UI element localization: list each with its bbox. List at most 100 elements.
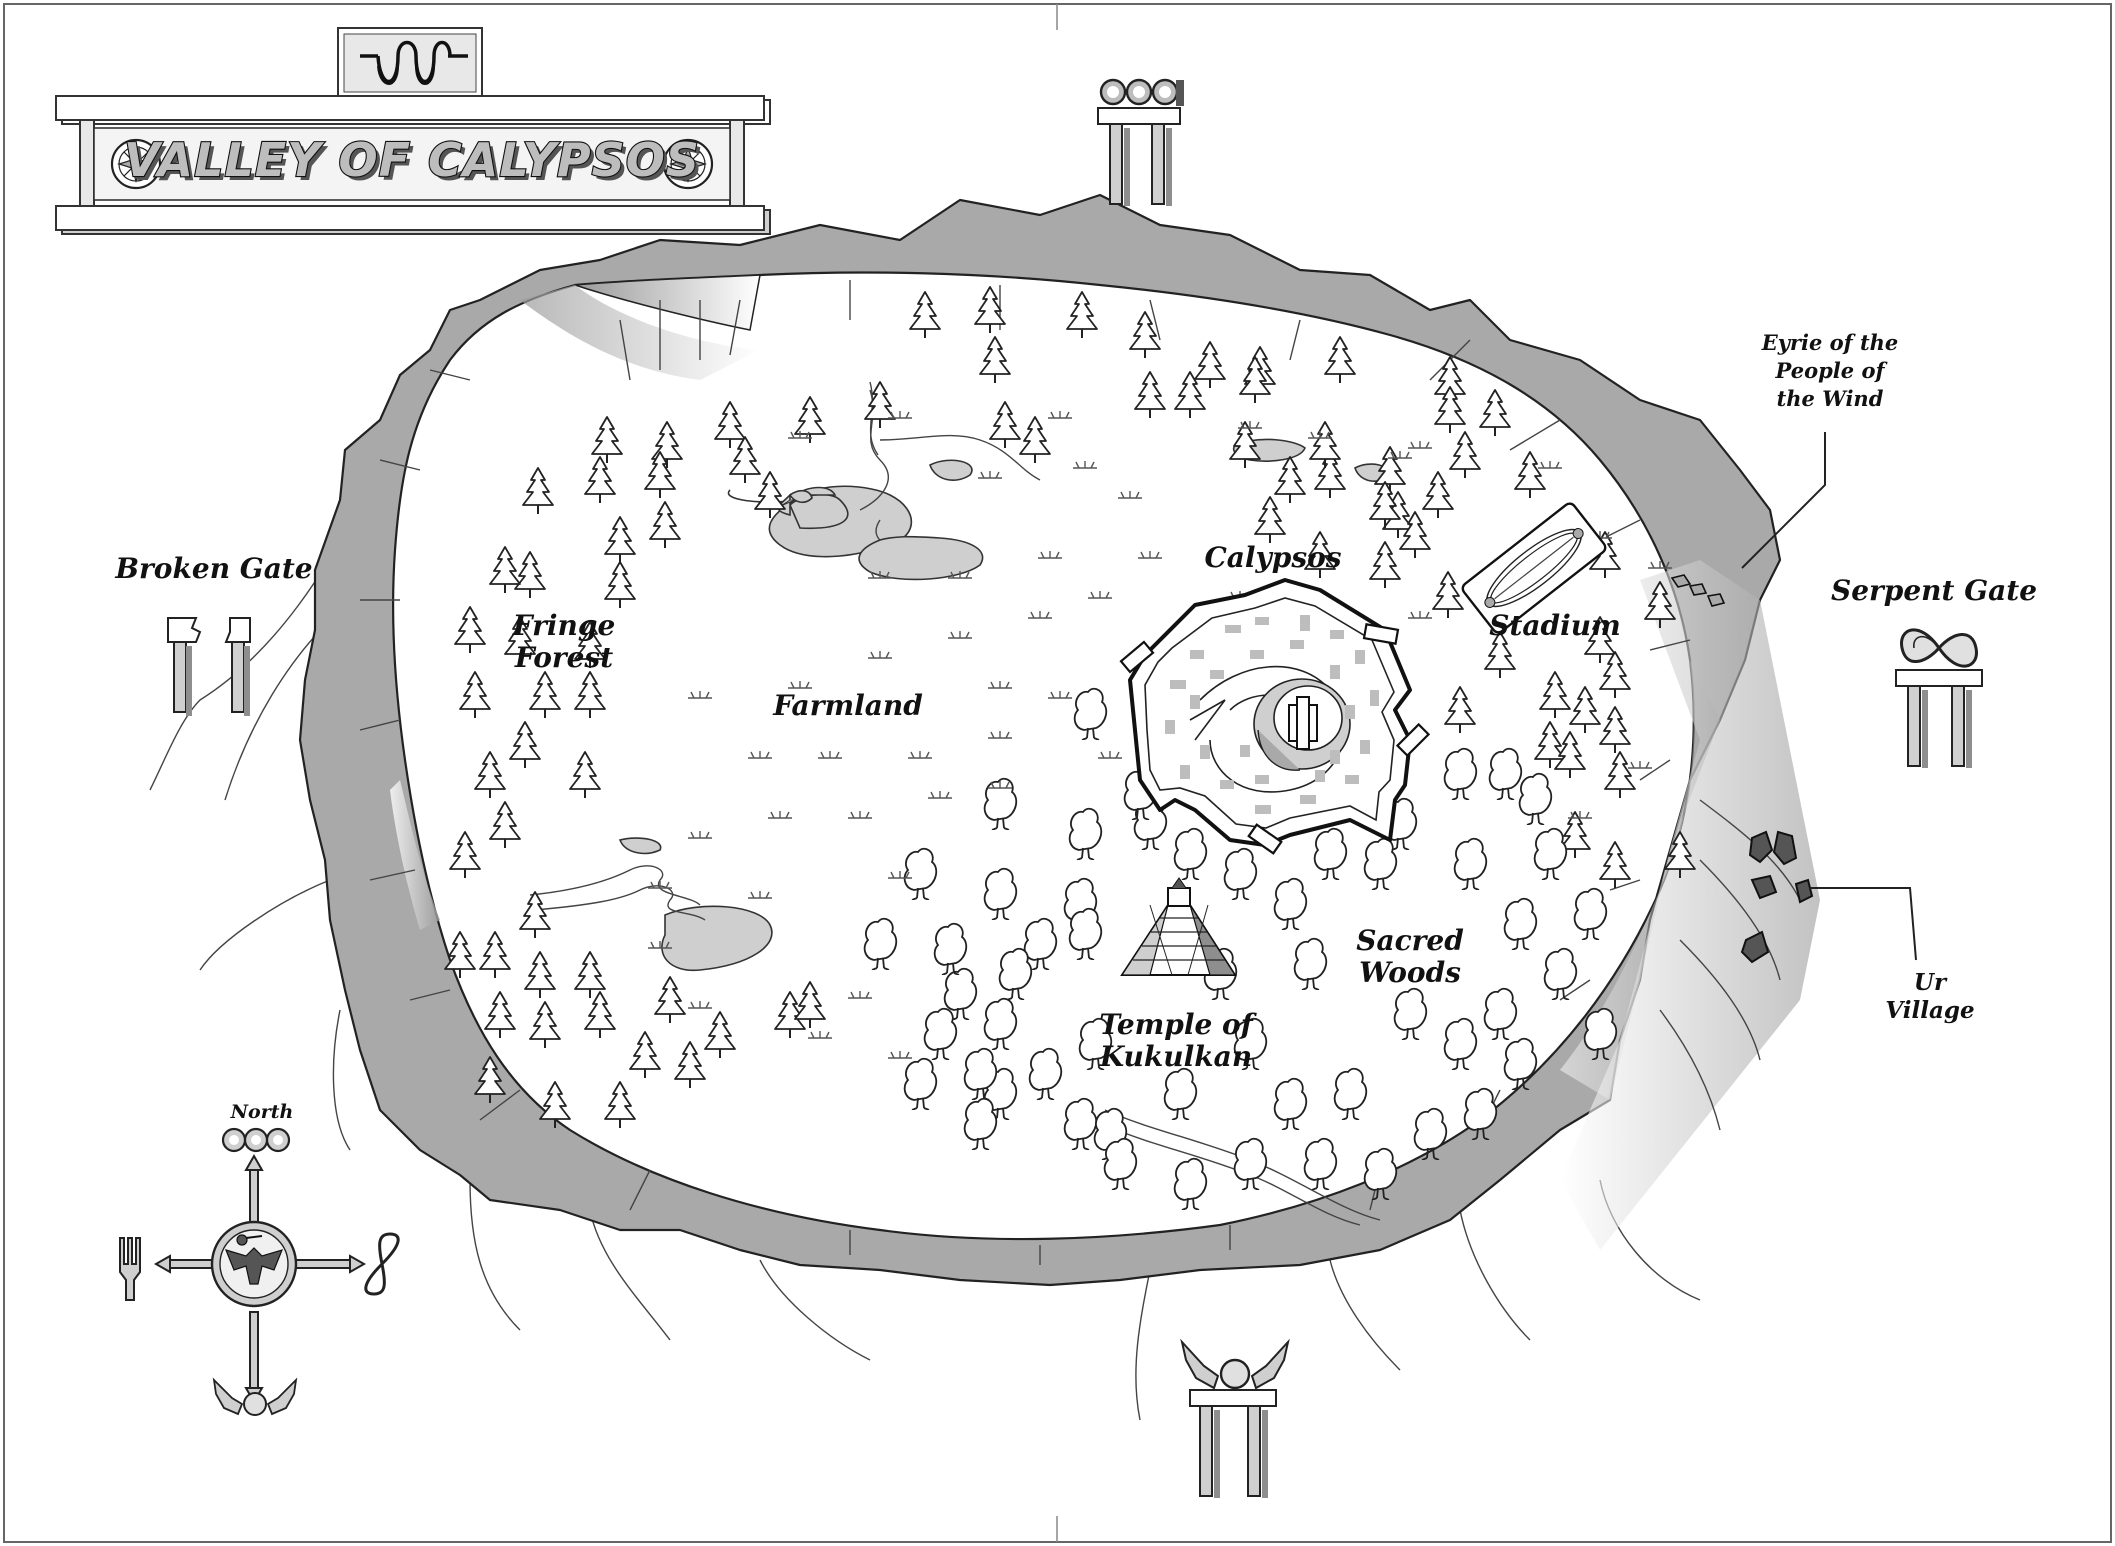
label-broken-gate: Broken Gate — [114, 552, 312, 585]
pine-tree — [454, 606, 486, 654]
eagle-icon — [224, 1234, 284, 1285]
pine-tree — [989, 401, 1021, 449]
label-temple-2: Kukulkan — [1099, 1040, 1252, 1073]
pine-tree — [514, 551, 546, 599]
label-eyrie-1: Eyrie of the — [1761, 330, 1899, 355]
label-ur-village-1: Ur — [1914, 969, 1948, 996]
oak-tree — [983, 867, 1018, 920]
pine-tree — [1129, 311, 1161, 359]
pine-tree — [574, 671, 606, 719]
pine-tree — [604, 516, 636, 564]
oak-tree — [903, 847, 938, 900]
pine-tree — [1066, 291, 1098, 339]
grass-tuft — [647, 880, 673, 889]
pine-tree — [1019, 416, 1051, 464]
grass-tuft — [1072, 460, 1098, 469]
sun-wheel-icon — [110, 138, 162, 190]
pine-tree — [509, 721, 541, 769]
pine-tree — [629, 1031, 661, 1079]
calypsos-city — [1119, 578, 1431, 855]
pine-tree — [1569, 686, 1601, 734]
pine-tree — [1254, 496, 1286, 544]
label-temple-1: Temple of — [1099, 1008, 1258, 1041]
pine-tree — [569, 751, 601, 799]
pine-tree — [584, 456, 616, 504]
three-rings-gate — [1097, 78, 1184, 206]
oak-tree — [983, 997, 1018, 1050]
title-banner: VALLEY OF CALYPSOS VALLEY OF CALYPSOS — [55, 27, 771, 235]
compass-rose: North — [119, 1101, 400, 1416]
pine-tree — [591, 416, 623, 464]
oak-tree — [1068, 907, 1103, 960]
pine-tree — [864, 381, 896, 429]
oak-tree — [1453, 837, 1488, 890]
pine-tree — [479, 931, 511, 979]
grass-tuft — [867, 650, 893, 659]
pine-tree — [674, 1041, 706, 1089]
oak-tree — [1518, 772, 1553, 825]
label-serpent-gate: Serpent Gate — [1831, 574, 2037, 607]
map-labels: Broken Gate Fringe Forest Farmland Calyp… — [114, 330, 2037, 1073]
pine-tree — [519, 891, 551, 939]
grass-tuft — [947, 570, 973, 579]
pine-tree — [979, 336, 1011, 384]
grass-tuft — [847, 990, 873, 999]
oak-tree — [1333, 1067, 1368, 1120]
label-sacred-woods-2: Woods — [1359, 956, 1461, 989]
map-title: VALLEY OF CALYPSOS — [124, 133, 700, 187]
grass-tuft — [907, 750, 933, 759]
oak-tree — [1173, 827, 1208, 880]
broken-gate — [167, 617, 251, 716]
oak-tree — [1068, 807, 1103, 860]
oak-tree — [1503, 897, 1538, 950]
pine-tree — [909, 291, 941, 339]
grass-tuft — [1407, 610, 1433, 619]
pine-tree — [1324, 336, 1356, 384]
pine-tree — [1604, 751, 1636, 799]
pine-tree — [489, 801, 521, 849]
oak-tree — [1313, 827, 1348, 880]
label-ur-village-2: Village — [1885, 997, 1974, 1024]
label-eyrie-3: the Wind — [1777, 386, 1884, 411]
grass-tuft — [1627, 760, 1653, 769]
grass-tuft — [1407, 440, 1433, 449]
oak-tree — [1273, 1077, 1308, 1130]
pine-tree — [1444, 686, 1476, 734]
grass-tuft — [887, 1050, 913, 1059]
grass-tuft — [1087, 590, 1113, 599]
pine-tree — [1274, 456, 1306, 504]
oak-tree — [1063, 1097, 1098, 1150]
oak-tree — [1483, 987, 1518, 1040]
grass-tuft — [687, 1000, 713, 1009]
label-sacred-woods-1: Sacred — [1356, 924, 1464, 957]
title-shadow: VALLEY OF CALYPSOS — [128, 137, 704, 191]
pine-tree — [1479, 389, 1511, 437]
oak-tree — [963, 1097, 998, 1150]
serpent-glyph-icon — [360, 40, 468, 85]
pine-tree — [1599, 706, 1631, 754]
winged-orb-icon — [1180, 1338, 1290, 1390]
grass-tuft — [1137, 550, 1163, 559]
infinity-serpent-icon — [1900, 628, 1978, 668]
three-rings-icon — [1099, 78, 1179, 106]
pine-tree — [529, 671, 561, 719]
pine-tree — [449, 831, 481, 879]
oak-tree — [923, 1007, 958, 1060]
oak-tree — [1073, 687, 1108, 740]
pine-tree — [604, 1081, 636, 1129]
grass-tuft — [987, 730, 1013, 739]
grass-tuft — [687, 830, 713, 839]
grass-tuft — [787, 680, 813, 689]
label-stadium: Stadium — [1489, 609, 1621, 642]
pine-tree — [1599, 841, 1631, 889]
grass-tuft — [1537, 460, 1563, 469]
pine-tree — [1514, 451, 1546, 499]
pine-tree — [1194, 341, 1226, 389]
pine-tree — [704, 1011, 736, 1059]
pine-tree — [474, 751, 506, 799]
pine-tree — [574, 951, 606, 999]
label-eyrie-2: People of — [1775, 358, 1889, 383]
cliff-ring — [298, 193, 1782, 1287]
pine-tree — [729, 436, 761, 484]
serpent-gate — [1895, 628, 1983, 768]
